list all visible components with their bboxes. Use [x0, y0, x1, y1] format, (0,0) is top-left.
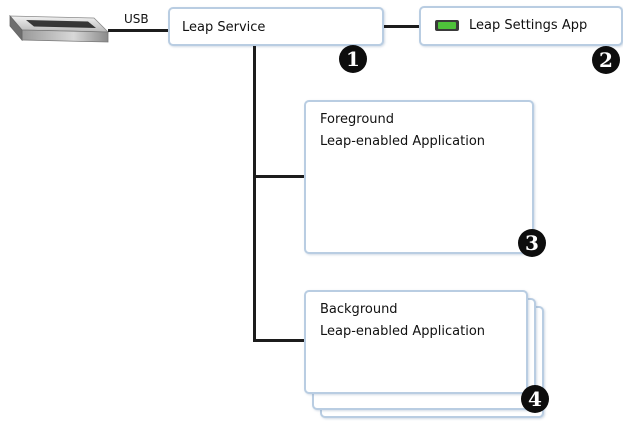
background-app-box: Background Leap-enabled Application	[304, 290, 528, 394]
badge-1: 1	[339, 45, 367, 73]
leap-service-box: Leap Service	[168, 7, 384, 46]
status-indicator-icon	[435, 20, 459, 31]
leap-controller-device	[8, 10, 112, 46]
connector-to-background	[253, 339, 305, 342]
usb-label: USB	[124, 12, 149, 26]
leap-service-label: Leap Service	[182, 20, 266, 35]
background-line2: Leap-enabled Application	[320, 324, 486, 339]
background-line1: Background	[320, 302, 398, 317]
connector-to-foreground	[253, 175, 305, 178]
connector-trunk	[253, 46, 256, 342]
leap-settings-app-box: Leap Settings App	[419, 6, 623, 46]
status-indicator-light	[438, 22, 456, 29]
leap-settings-app-label: Leap Settings App	[469, 18, 588, 33]
badge-3: 3	[518, 229, 546, 257]
badge-4: 4	[521, 385, 549, 413]
foreground-app-box: Foreground Leap-enabled Application	[304, 100, 534, 254]
connector-service-settings	[384, 25, 420, 28]
foreground-line2: Leap-enabled Application	[320, 134, 486, 149]
badge-2: 2	[592, 46, 620, 74]
usb-cable	[108, 29, 170, 32]
foreground-line1: Foreground	[320, 112, 395, 127]
